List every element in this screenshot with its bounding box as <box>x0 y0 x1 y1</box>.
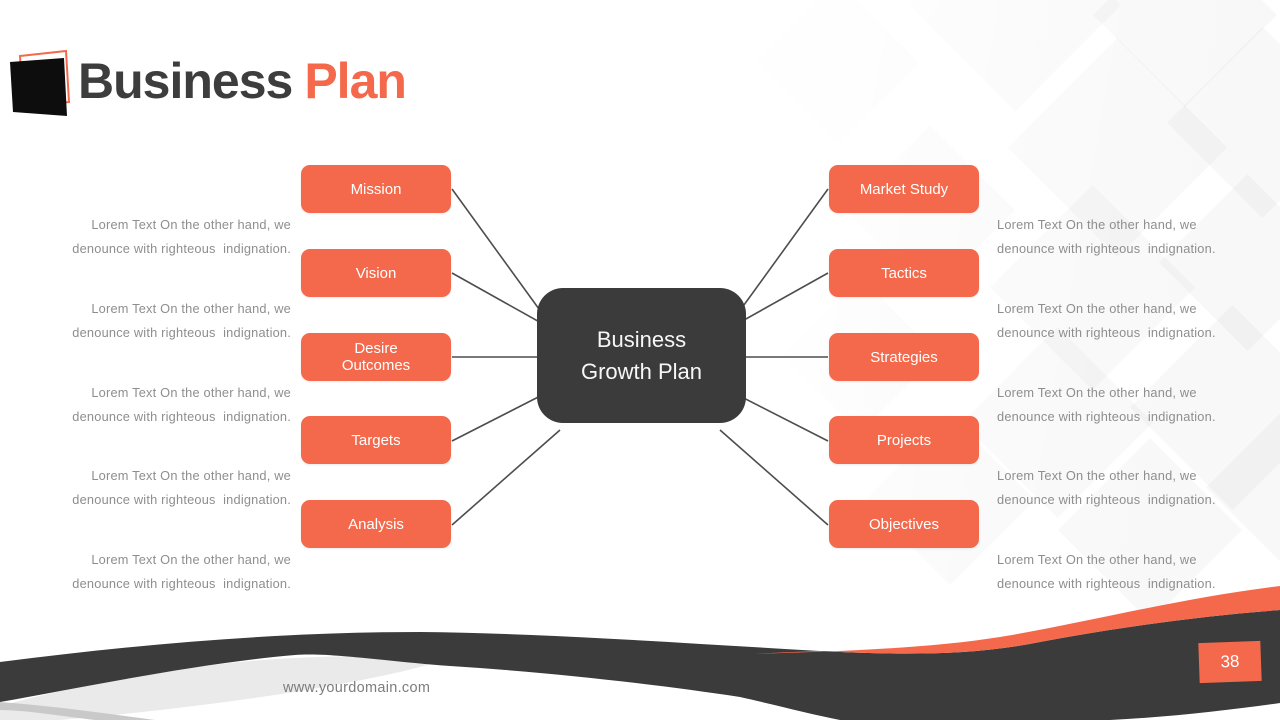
title-text-dark: Business <box>78 53 293 109</box>
connector-objectives <box>719 429 829 526</box>
footer-url: www.yourdomain.com <box>283 680 431 696</box>
node-business-growth-plan: Business Growth Plan <box>537 288 746 423</box>
node-market-study: Market Study <box>829 165 979 213</box>
connector-vision <box>451 272 553 330</box>
node-desire-outcomes: Desire Outcomes <box>301 333 451 381</box>
node-vision: Vision <box>301 249 451 297</box>
connector-analysis <box>451 429 561 526</box>
node-targets: Targets <box>301 416 451 464</box>
page-number-badge: 38 <box>1198 640 1262 684</box>
node-mission: Mission <box>301 165 451 213</box>
connector-mission <box>451 188 553 328</box>
node-objectives: Objectives <box>829 500 979 548</box>
connector-targets <box>451 389 553 442</box>
connector-market-study <box>727 188 829 328</box>
node-strategies: Strategies <box>829 333 979 381</box>
node-tactics: Tactics <box>829 249 979 297</box>
diamond-pattern-background <box>690 0 1280 610</box>
page-number: 38 <box>1220 651 1240 672</box>
node-analysis: Analysis <box>301 500 451 548</box>
footer-wave-decoration <box>0 586 1280 720</box>
title-text-accent: Plan <box>304 53 407 109</box>
node-projects: Projects <box>829 416 979 464</box>
slide-logo-icon <box>10 49 71 116</box>
